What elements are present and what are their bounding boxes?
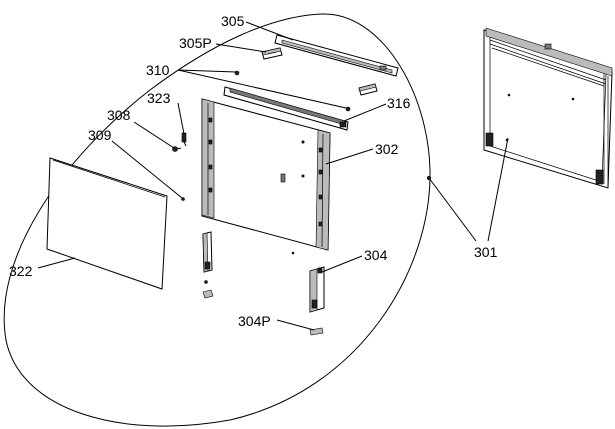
hinge-left-foot [202,280,214,299]
hinge-left [202,231,213,273]
screw-310-b [345,106,351,112]
screw-323 [181,132,187,147]
callout-labels: 305 305P 310 323 308 309 316 302 304 304… [9,13,498,329]
label-301: 301 [474,244,498,260]
leader-dot [426,175,432,181]
label-322: 322 [9,263,33,279]
label-316: 316 [387,95,411,111]
label-310: 310 [146,62,170,78]
screw-309 [181,197,185,201]
label-309: 309 [88,127,112,143]
screw-308 [172,146,182,152]
assembled-door-301 [483,27,613,189]
label-304P: 304P [238,313,271,329]
label-305: 305 [221,13,245,29]
label-323: 323 [147,90,171,106]
glass-panel-322 [46,157,168,290]
group-ellipse [3,13,431,427]
leader-lines [37,21,509,331]
label-308: 308 [107,107,131,123]
hinge-304 [309,266,325,313]
top-channel-305 [274,34,399,77]
label-302: 302 [375,141,399,157]
block-305P [261,47,283,60]
top-rail-316 [223,86,349,131]
label-304: 304 [364,247,388,263]
label-305P: 305P [179,35,212,51]
inner-frame-302 [201,98,331,255]
block-right [358,83,378,96]
